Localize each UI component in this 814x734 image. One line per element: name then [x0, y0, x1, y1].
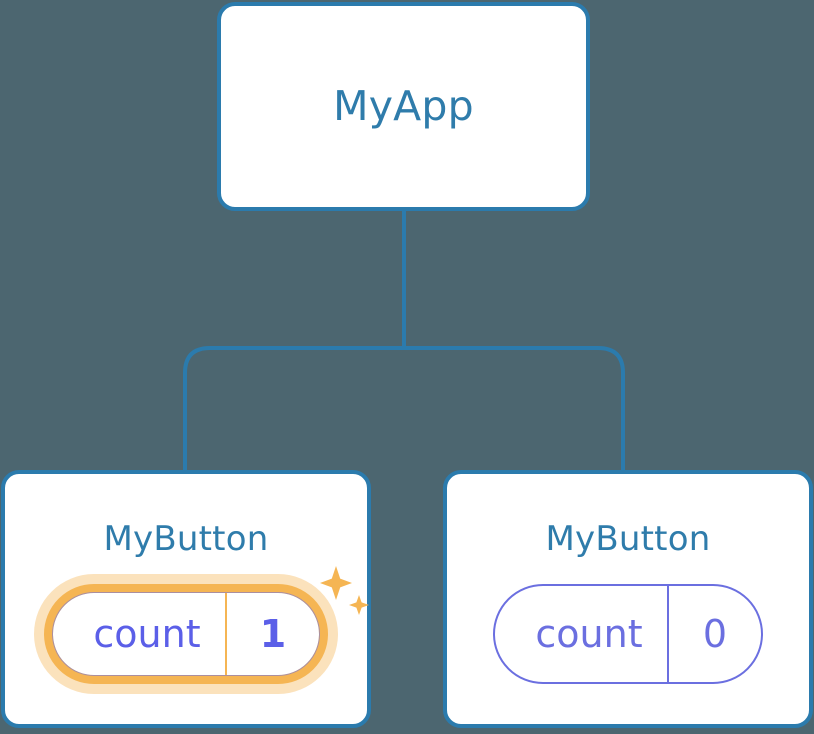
node-myapp[interactable]: MyApp — [217, 2, 590, 211]
state-pill-idle: count 0 — [493, 584, 763, 684]
state-value: 0 — [667, 586, 761, 682]
state-pill[interactable]: count 1 — [44, 584, 328, 684]
connector-child-bus — [183, 346, 625, 472]
node-mybutton-left[interactable]: MyButton count 1 — [1, 470, 371, 728]
node-mybutton-right[interactable]: MyButton count 0 — [443, 470, 813, 728]
state-key: count — [93, 612, 201, 656]
state-value: 1 — [225, 593, 319, 675]
state-key: count — [535, 612, 643, 656]
state-pill-updated: count 1 — [44, 566, 369, 684]
state-pill[interactable]: count 0 — [493, 584, 763, 684]
node-title: MyButton — [103, 519, 269, 559]
node-title: MyButton — [545, 519, 711, 559]
node-title: MyApp — [333, 82, 474, 130]
